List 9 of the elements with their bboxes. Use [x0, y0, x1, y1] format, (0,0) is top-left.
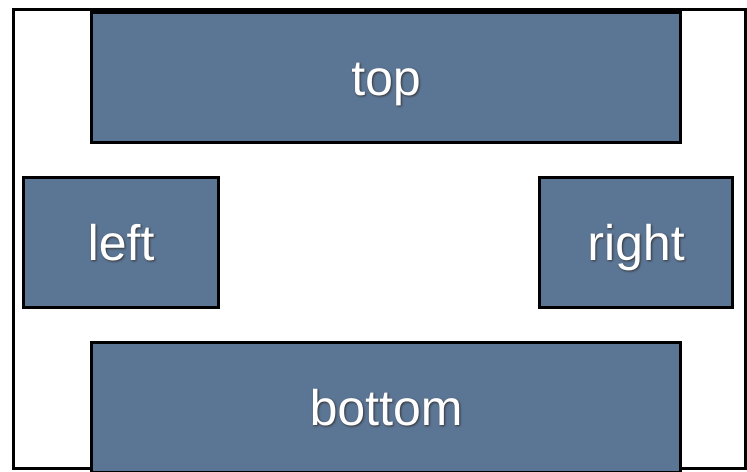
frame-box: [12, 8, 747, 470]
panel-label: right: [587, 214, 685, 272]
panel-label: left: [88, 214, 154, 272]
panel-box: [538, 176, 734, 309]
panel-label: top: [351, 48, 421, 106]
panel-box: [90, 11, 682, 144]
panel-box: [22, 176, 220, 309]
panel-box: [90, 341, 682, 472]
panel-label: bottom: [310, 378, 462, 436]
